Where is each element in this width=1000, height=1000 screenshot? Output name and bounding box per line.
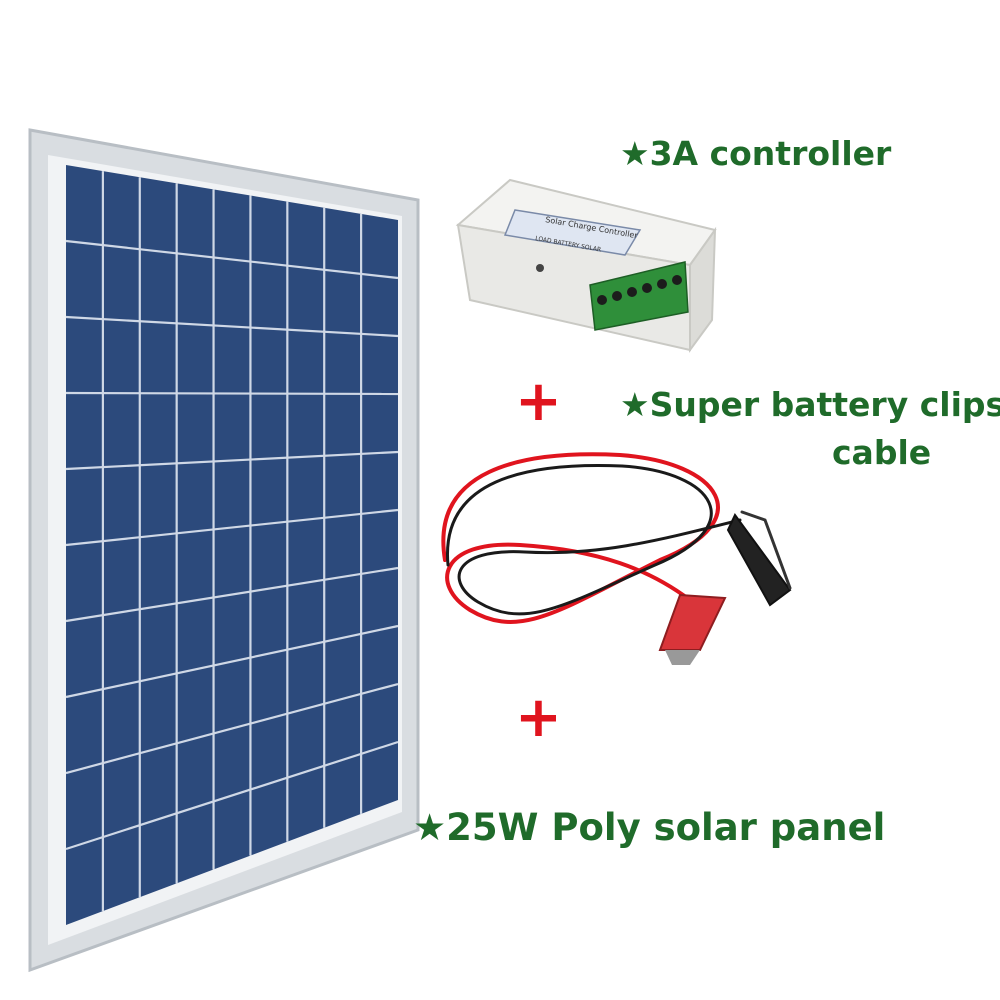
panel-cell-divider — [65, 508, 399, 547]
panel-cell-divider — [65, 450, 399, 471]
battery-clip-cable — [441, 452, 792, 665]
plus-sign-2: + — [515, 685, 562, 750]
charge-controller: Solar Charge Controller LOAD BATTERY SOL… — [455, 178, 717, 354]
panel-cell-divider — [65, 315, 399, 338]
panel-cell-divider — [65, 239, 399, 280]
panel-cell-divider — [65, 391, 399, 396]
panel-cell-divider — [65, 566, 399, 623]
controller-label: ★3A controller — [620, 134, 892, 173]
solar-panel-label: ★25W Poly solar panel — [413, 806, 886, 849]
solar-panel — [28, 128, 420, 973]
panel-cell-divider — [65, 624, 399, 699]
panel-cell-divider — [65, 682, 399, 775]
battery-clips-label-line-1: ★Super battery clips — [620, 385, 1000, 424]
plus-sign-1: + — [515, 369, 562, 434]
panel-cell-divider — [65, 740, 399, 851]
battery-clips-label-line-2: cable — [832, 433, 932, 472]
